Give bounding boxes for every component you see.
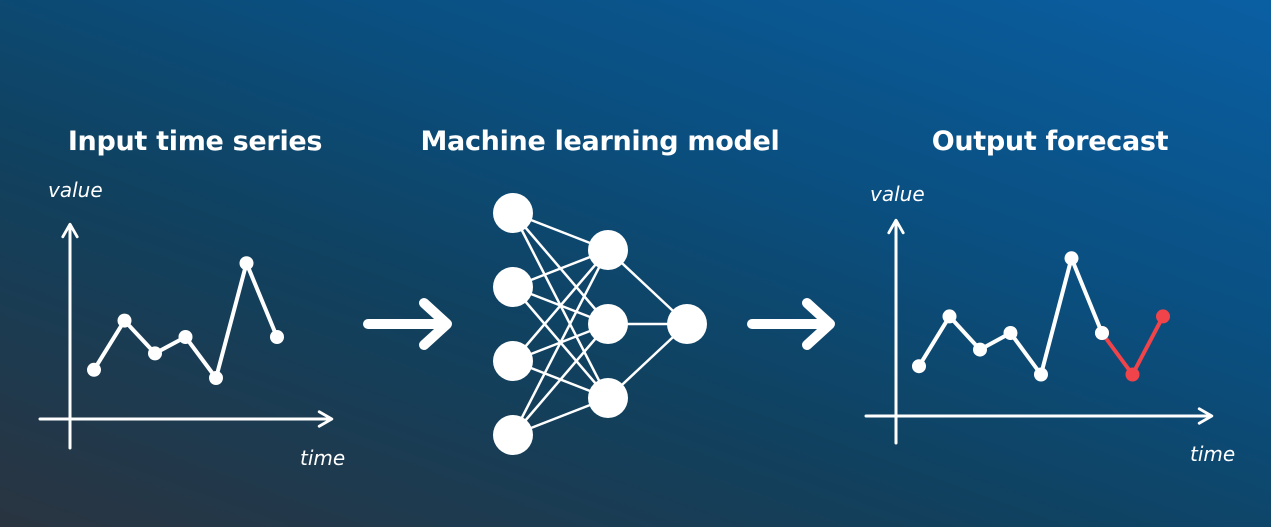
- input-series-point: [178, 330, 193, 344]
- arrow-right-icon: [363, 298, 452, 350]
- forecast-series-point: [1125, 367, 1140, 382]
- network-node: [588, 304, 628, 344]
- history-series-point: [1034, 367, 1048, 382]
- history-series-point: [1095, 326, 1109, 340]
- network-connection: [511, 249, 610, 436]
- neural-network-icon: [493, 193, 707, 455]
- history-series-point: [1064, 251, 1079, 266]
- input-series-point: [148, 346, 162, 361]
- history-series-point: [912, 359, 926, 374]
- forecast-series-point: [1156, 309, 1170, 324]
- network-node: [493, 193, 533, 233]
- input-series-point: [270, 330, 284, 344]
- history-series-point: [1003, 326, 1018, 340]
- network-node: [493, 267, 533, 307]
- output-series: [912, 251, 1170, 382]
- input-series-point: [239, 256, 254, 271]
- output-chart-axes: [864, 218, 1214, 445]
- input-chart-axes: [38, 222, 334, 450]
- network-node: [588, 230, 628, 270]
- network-node: [588, 378, 628, 418]
- input-series-point: [87, 362, 101, 377]
- model-title: Machine learning model: [420, 126, 780, 157]
- output-value-label: value: [870, 182, 925, 206]
- arrow-right-icon: [747, 298, 835, 350]
- input-series: [87, 256, 284, 385]
- history-series-point: [973, 342, 987, 357]
- network-node: [493, 415, 533, 455]
- input-series-point: [209, 371, 223, 385]
- output-title: Output forecast: [931, 126, 1169, 157]
- input-time-label: time: [300, 446, 346, 470]
- network-node: [667, 304, 707, 344]
- input-title: Input time series: [67, 126, 323, 157]
- output-time-label: time: [1190, 442, 1236, 466]
- input-value-label: value: [48, 178, 103, 202]
- forecast-series-line: [1100, 314, 1165, 377]
- network-connection: [512, 249, 609, 362]
- network-connection: [512, 323, 609, 436]
- history-series-point: [942, 309, 957, 324]
- network-node: [493, 341, 533, 381]
- input-series-point: [117, 313, 132, 328]
